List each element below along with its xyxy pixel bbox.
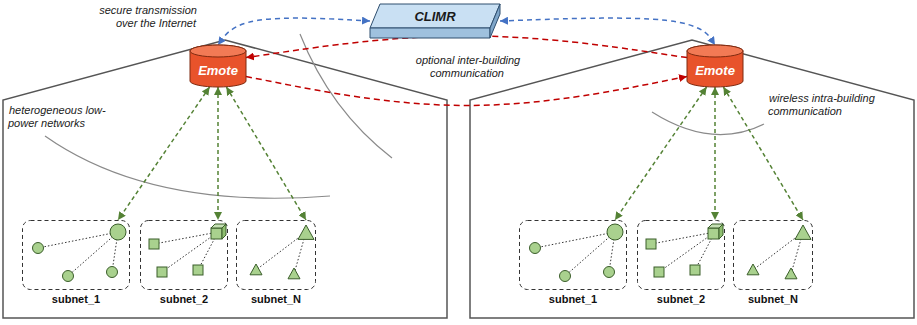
connector <box>217 87 219 220</box>
sensor-node <box>33 243 44 254</box>
sensor-node <box>288 268 300 279</box>
subnet-box: subnet_1 <box>22 220 130 290</box>
subnet-border <box>638 221 725 290</box>
node-outline <box>22 220 130 290</box>
leader-line <box>652 112 764 135</box>
annotation-label: wireless intra-building communication <box>768 92 875 117</box>
sensor-node <box>63 271 74 282</box>
node-title: Emote <box>695 63 735 78</box>
sensor-node <box>193 265 203 275</box>
house-outline <box>470 40 914 318</box>
connector <box>218 18 370 45</box>
connector <box>714 87 716 220</box>
node-title: Emote <box>198 63 238 78</box>
subnet-box: subnet_N <box>733 220 813 290</box>
hub-node <box>708 228 719 239</box>
gateway-cylinder: Emote <box>190 45 246 87</box>
connector <box>500 18 715 45</box>
sensor-node <box>646 239 656 249</box>
node-outline <box>236 220 316 290</box>
gateway-cylinder: Emote <box>687 45 743 87</box>
subnet-box: subnet_2 <box>637 220 725 290</box>
server-box: CLIMR <box>370 4 500 38</box>
link-line <box>154 232 218 244</box>
sensor-node <box>149 239 159 249</box>
sensor-node <box>785 268 797 279</box>
house-outline <box>3 40 447 318</box>
node-outline <box>140 220 228 290</box>
subnet-label: subnet_1 <box>519 293 627 305</box>
link-line <box>651 232 715 244</box>
hub-node <box>795 225 811 239</box>
annotation-label: optional inter-building communication <box>415 54 520 79</box>
subnet-border <box>141 221 228 290</box>
connector <box>118 87 210 220</box>
node-outline <box>519 220 627 290</box>
link-line <box>535 232 615 248</box>
slab-top <box>370 4 500 28</box>
cylinder-top <box>190 45 246 57</box>
slab-front <box>370 28 490 38</box>
connector <box>246 77 687 106</box>
cylinder-body <box>190 45 246 87</box>
sensor-node <box>747 264 759 275</box>
hub-node <box>222 224 226 239</box>
sensor-node <box>690 265 700 275</box>
annotation-text: optional inter-building communication <box>400 54 535 80</box>
leader-line <box>300 34 392 158</box>
leader-line <box>45 136 330 198</box>
sensor-node <box>530 243 541 254</box>
subnet-label: subnet_2 <box>140 293 228 305</box>
annotation-text: heterogeneous low-power networks <box>8 104 108 130</box>
sensor-node <box>250 264 262 275</box>
link-line <box>659 232 715 272</box>
connector <box>226 87 306 220</box>
cylinder-body <box>687 45 743 87</box>
sensor-node <box>107 267 118 278</box>
subnet-border <box>237 221 316 290</box>
subnet-border <box>520 221 627 290</box>
sensor-node <box>654 267 664 277</box>
subnet-label: subnet_1 <box>22 293 130 305</box>
annotation-text: secure transmission over the Internet <box>85 4 197 30</box>
annotation-text: wireless intra-building communication <box>768 92 878 118</box>
hub-node <box>607 224 623 240</box>
sensor-node <box>157 267 167 277</box>
annotation-label: heterogeneous low-power networks <box>8 104 106 129</box>
hub-node <box>719 224 723 239</box>
subnet-box: subnet_N <box>236 220 316 290</box>
slab-side <box>490 4 500 38</box>
hub-node <box>211 228 222 239</box>
hub-node <box>110 224 126 240</box>
node-outline <box>637 220 725 290</box>
subnet-label: subnet_2 <box>637 293 725 305</box>
sensor-node <box>604 267 615 278</box>
node-title: CLIMR <box>414 9 455 24</box>
subnet-label: subnet_N <box>236 293 316 305</box>
subnet-border <box>734 221 813 290</box>
subnet-box: subnet_2 <box>140 220 228 290</box>
sensor-node <box>560 271 571 282</box>
subnet-box: subnet_1 <box>519 220 627 290</box>
cylinder-top <box>687 45 743 57</box>
subnet-border <box>23 221 130 290</box>
connector <box>615 87 707 220</box>
annotation-label: secure transmission over the Internet <box>98 4 197 29</box>
node-outline <box>733 220 813 290</box>
link-line <box>38 232 118 248</box>
subnet-label: subnet_N <box>733 293 813 305</box>
hub-node <box>298 225 314 239</box>
link-line <box>162 232 218 272</box>
